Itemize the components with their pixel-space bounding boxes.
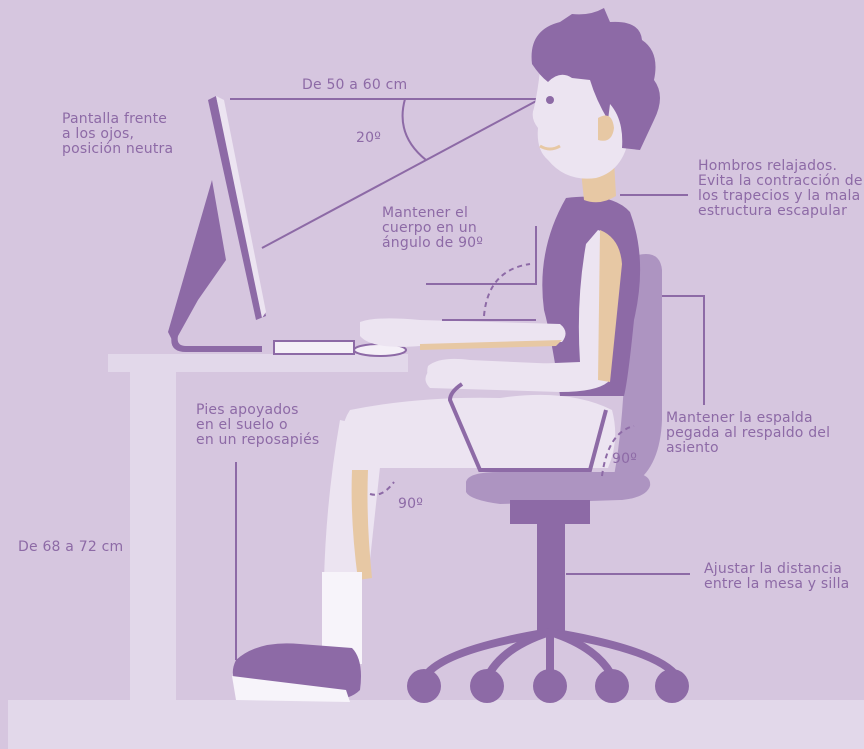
angle-view-label: 20º bbox=[356, 131, 381, 146]
back-label-line2: pegada al respaldo del bbox=[666, 426, 830, 441]
distance-label: De 50 a 60 cm bbox=[302, 78, 407, 93]
screen-label: Pantalla frente a los ojos, posición neu… bbox=[62, 112, 173, 157]
floor bbox=[8, 700, 864, 749]
feet-label: Pies apoyados en el suelo o en un reposa… bbox=[196, 403, 319, 448]
screen-label-line3: posición neutra bbox=[62, 142, 173, 157]
chair-distance-label-line1: Ajustar la distancia bbox=[704, 562, 849, 577]
shoulders-label-line3: los trapecios y la mala bbox=[698, 189, 863, 204]
body-angle-label-line1: Mantener el bbox=[382, 206, 483, 221]
back-label-line3: asiento bbox=[666, 441, 830, 456]
back-label: Mantener la espalda pegada al respaldo d… bbox=[666, 411, 830, 456]
keyboard bbox=[274, 341, 354, 354]
body-angle-label: Mantener el cuerpo en un ángulo de 90º bbox=[382, 206, 483, 251]
shoulders-label-line1: Hombros relajados. bbox=[698, 159, 863, 174]
knee-angle-label: 90º bbox=[398, 497, 423, 512]
monitor bbox=[168, 96, 266, 352]
chair-distance-label: Ajustar la distancia entre la mesa y sil… bbox=[704, 562, 849, 592]
body-angle-label-line2: cuerpo en un bbox=[382, 221, 483, 236]
hip-angle-label: 90º bbox=[612, 452, 637, 467]
screen-label-line1: Pantalla frente bbox=[62, 112, 173, 127]
chair-distance-label-line2: entre la mesa y silla bbox=[704, 577, 849, 592]
back-label-line1: Mantener la espalda bbox=[666, 411, 830, 426]
feet-label-line3: en un reposapiés bbox=[196, 433, 319, 448]
screen-label-line2: a los ojos, bbox=[62, 127, 173, 142]
shoulders-label-line4: estructura escapular bbox=[698, 204, 863, 219]
shoulders-label-line2: Evita la contracción de bbox=[698, 174, 863, 189]
feet-label-line2: en el suelo o bbox=[196, 418, 319, 433]
body-angle-label-line3: ángulo de 90º bbox=[382, 236, 483, 251]
shoulders-label: Hombros relajados. Evita la contracción … bbox=[698, 159, 863, 219]
desk-height-label: De 68 a 72 cm bbox=[18, 540, 123, 555]
feet-label-line1: Pies apoyados bbox=[196, 403, 319, 418]
